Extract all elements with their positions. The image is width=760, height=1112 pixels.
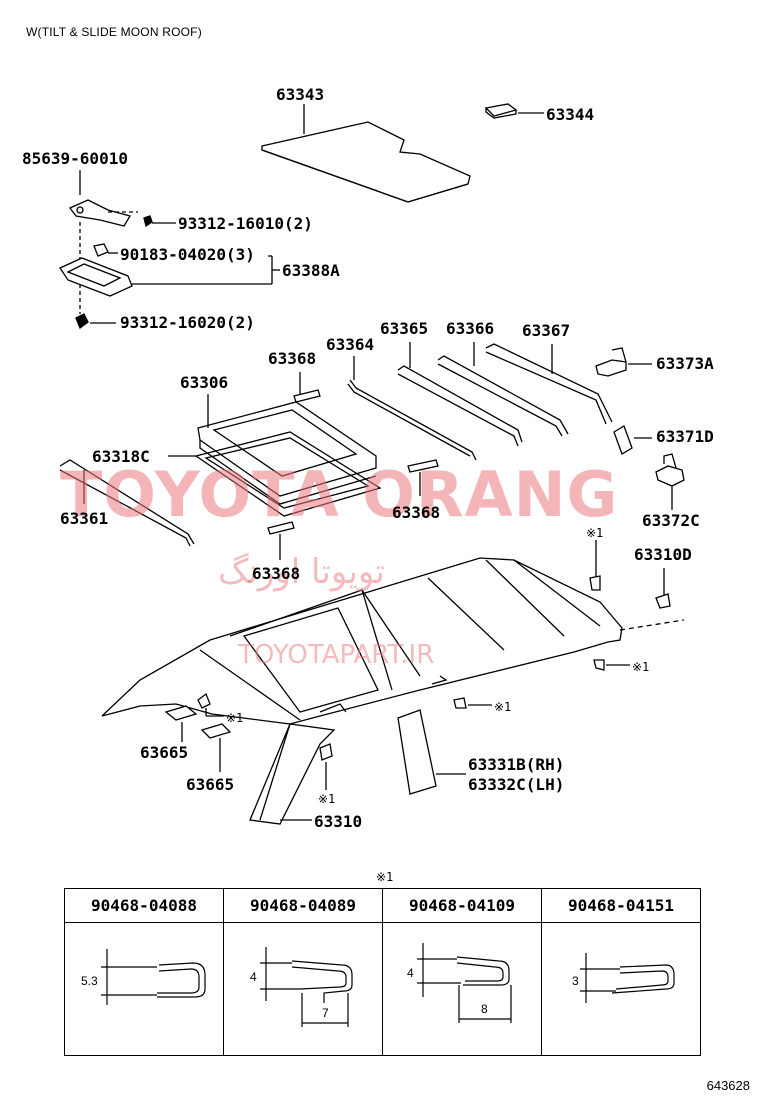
part-label-63373a: 63373A	[656, 354, 714, 373]
part-label-63372c: 63372C	[642, 511, 700, 530]
part-label-85639: 85639-60010	[22, 149, 128, 168]
part-label-63665-b: 63665	[186, 775, 235, 794]
part-label-93312-b: 93312-16020(2)	[120, 313, 255, 332]
part-71d-drawing	[613, 425, 652, 455]
rail-61-drawing	[59, 459, 195, 547]
lamp-bracket-drawing	[59, 170, 280, 330]
part-label-63388a: 63388A	[282, 261, 340, 280]
strips-drawing	[267, 372, 439, 560]
part-label-63332c: 63332C(LH)	[468, 775, 565, 794]
sunroof-frame-drawing	[168, 394, 382, 517]
sunshade-panel-drawing	[261, 104, 471, 203]
part-label-63318c: 63318C	[92, 447, 150, 466]
figure-number: 643628	[706, 1078, 750, 1093]
clip-dim-2a: 4	[250, 970, 257, 984]
clip-part-1: 90468-04088	[64, 888, 224, 923]
roof-rails-drawing	[347, 342, 613, 461]
clip-dim-2b: 7	[322, 1006, 329, 1020]
clip-drawing-1: 5.3	[64, 922, 224, 1056]
part-72c-drawing	[655, 453, 685, 510]
clip-dim-4: 3	[572, 974, 579, 988]
part-label-90183: 90183-04020(3)	[120, 245, 255, 264]
clip-marker-4: ※1	[226, 711, 244, 725]
clip-dim-3b: 8	[481, 1002, 488, 1016]
clip-marker-5: ※1	[318, 792, 336, 806]
part-label-63366: 63366	[446, 319, 495, 338]
part-label-63344: 63344	[546, 105, 595, 124]
part-label-63364: 63364	[326, 335, 375, 354]
diagram-header: W(TILT & SLIDE MOON ROOF)	[26, 25, 202, 39]
leader-lines	[164, 540, 671, 821]
watermark-site: TOYOTAPART.IR	[238, 640, 435, 670]
clip-dim-1: 5.3	[81, 974, 98, 988]
clip-marker-2: ※1	[632, 660, 650, 674]
part-label-63371d: 63371D	[656, 427, 714, 446]
clip-marker-1: ※1	[586, 526, 604, 540]
part-label-63343: 63343	[276, 85, 325, 104]
part-label-63331b: 63331B(RH)	[468, 755, 565, 774]
clip-drawing-3: 4 8	[382, 922, 542, 1056]
bracket-73a-drawing	[595, 347, 652, 377]
clip-part-2: 90468-04089	[223, 888, 383, 923]
pad-drawing	[484, 103, 544, 119]
part-label-63368-top: 63368	[268, 349, 317, 368]
clip-part-4: 90468-04151	[541, 888, 701, 923]
clip-table-note: ※1	[376, 870, 394, 884]
watermark-main: TOYOTA ORANG	[60, 458, 619, 531]
clip-drawing-2: 4 7	[223, 922, 383, 1056]
clip-marker-3: ※1	[494, 700, 512, 714]
clip-part-3: 90468-04109	[382, 888, 542, 923]
roof-body-drawing	[101, 557, 685, 825]
part-label-63365: 63365	[380, 319, 429, 338]
part-label-63367: 63367	[522, 321, 571, 340]
part-label-63361: 63361	[60, 509, 109, 528]
part-label-63306: 63306	[180, 373, 229, 392]
part-label-63310: 63310	[314, 812, 363, 831]
clip-drawing-4: 3	[541, 922, 701, 1056]
watermark-persian: تویوتا اورنگ	[218, 552, 385, 592]
clip-table: 90468-04088 90468-04089 90468-04109 9046…	[64, 888, 701, 1056]
part-label-63310d: 63310D	[634, 545, 692, 564]
part-label-93312-a: 93312-16010(2)	[178, 214, 313, 233]
clip-dim-3a: 4	[407, 966, 414, 980]
part-label-63368-low: 63368	[252, 564, 301, 583]
part-label-63665-a: 63665	[140, 743, 189, 762]
part-label-63368-mid: 63368	[392, 503, 441, 522]
